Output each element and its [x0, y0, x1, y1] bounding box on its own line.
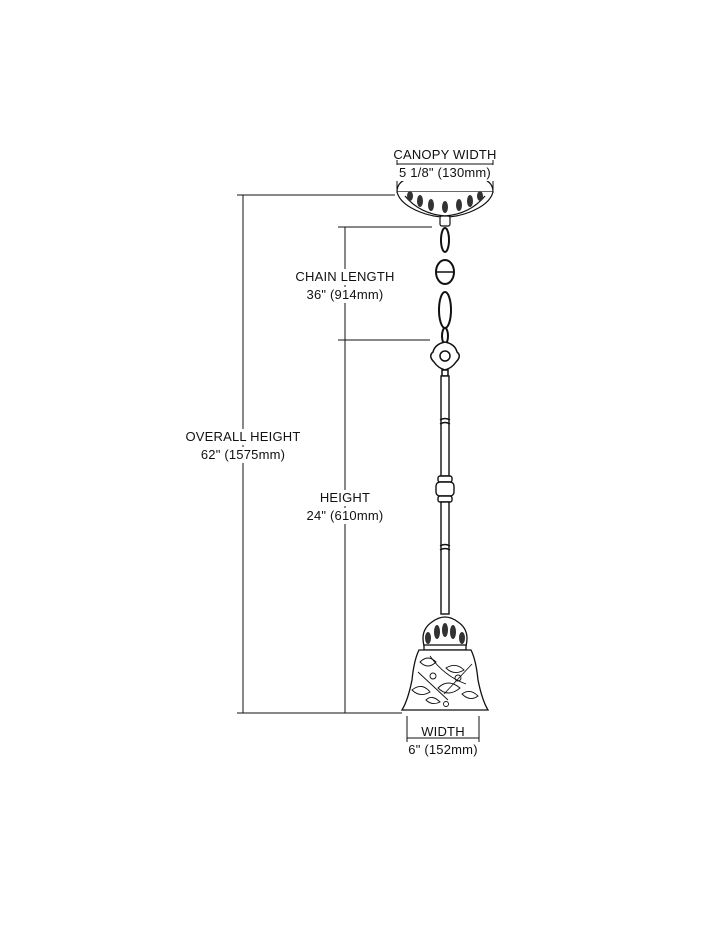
canopy-width-title: CANOPY WIDTH — [393, 147, 497, 162]
canopy — [396, 177, 494, 227]
canopy-width-value: 5 1/8" (130mm) — [380, 165, 510, 181]
overall-height-value: 62" (1575mm) — [175, 447, 311, 463]
ornament-loop — [430, 341, 460, 377]
width-value: 6" (152mm) — [408, 742, 478, 757]
height-title: HEIGHT — [295, 490, 395, 506]
chain-length-title: CHAIN LENGTH — [280, 269, 410, 285]
chain — [435, 227, 455, 345]
stem — [435, 375, 455, 615]
shade-fitter — [422, 616, 468, 651]
chain-length-value: 36" (914mm) — [280, 287, 410, 303]
width-title: WIDTH — [421, 724, 465, 739]
overall-height-title: OVERALL HEIGHT — [175, 429, 311, 445]
height-value: 24" (610mm) — [285, 508, 405, 524]
glass-shade — [400, 649, 490, 711]
